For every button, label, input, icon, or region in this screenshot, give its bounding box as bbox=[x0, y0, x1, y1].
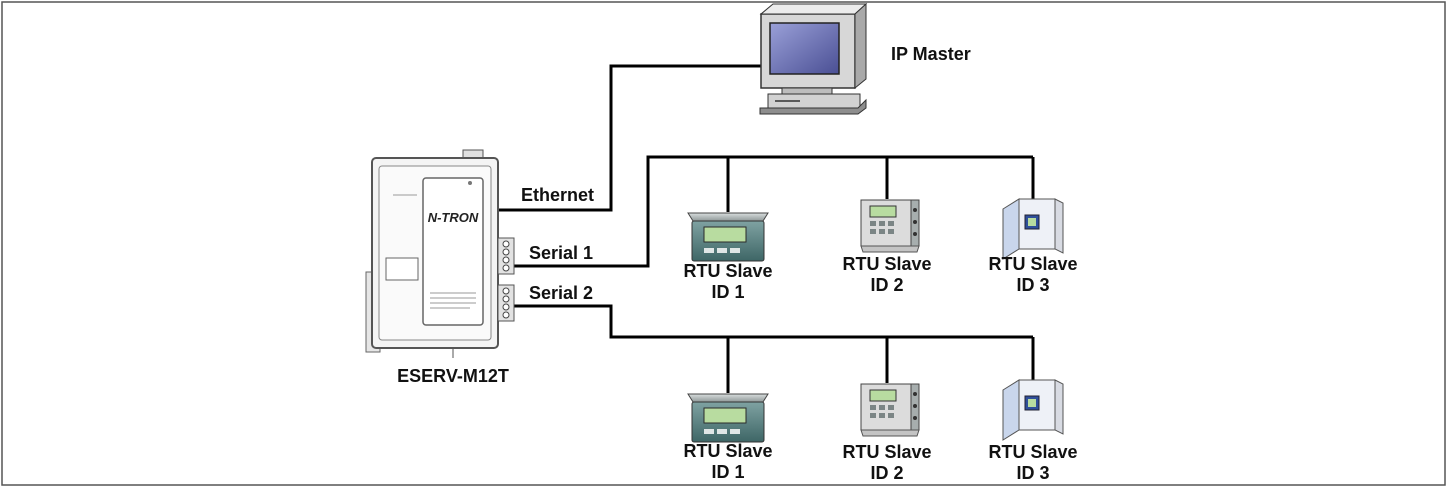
device-label: ESERV-M12T bbox=[397, 366, 509, 386]
keypad-meter-icon bbox=[860, 383, 920, 437]
serial2-label: Serial 2 bbox=[529, 283, 593, 303]
ip-master-label: IP Master bbox=[891, 44, 971, 64]
serial1-slave-3-id: ID 3 bbox=[1016, 275, 1049, 295]
ethernet-label: Ethernet bbox=[521, 185, 594, 205]
serial2-slave-3-id: ID 3 bbox=[1016, 463, 1049, 483]
eserv-device-icon bbox=[365, 149, 515, 358]
serial1-slave-3-name: RTU Slave bbox=[988, 254, 1077, 274]
wiring bbox=[498, 64, 1035, 393]
serial1-slave-2-id: ID 2 bbox=[870, 275, 903, 295]
keypad-meter-icon bbox=[860, 199, 920, 253]
serial2-slave-1-name: RTU Slave bbox=[683, 441, 772, 461]
serial2-slave-2-id: ID 2 bbox=[870, 463, 903, 483]
serial2-wire bbox=[498, 304, 1033, 339]
serial1-slave-2-name: RTU Slave bbox=[842, 254, 931, 274]
serial1-slave-1-id: ID 1 bbox=[711, 282, 744, 302]
ethernet-wire bbox=[498, 64, 768, 212]
serial2-slave-3-name: RTU Slave bbox=[988, 442, 1077, 462]
device-brand-logo: N-TRON bbox=[428, 210, 479, 225]
relay-module-icon bbox=[1002, 379, 1064, 441]
serial1-label: Serial 1 bbox=[529, 243, 593, 263]
serial2-slave-1-id: ID 1 bbox=[711, 462, 744, 482]
serial1-wire bbox=[498, 155, 1033, 268]
serial2-slave-2-name: RTU Slave bbox=[842, 442, 931, 462]
serial1-slave-1-name: RTU Slave bbox=[683, 261, 772, 281]
ip-master-computer-icon bbox=[759, 2, 868, 115]
scale-terminal-icon bbox=[687, 393, 769, 443]
relay-module-icon bbox=[1002, 198, 1064, 260]
scale-terminal-icon bbox=[687, 212, 769, 262]
